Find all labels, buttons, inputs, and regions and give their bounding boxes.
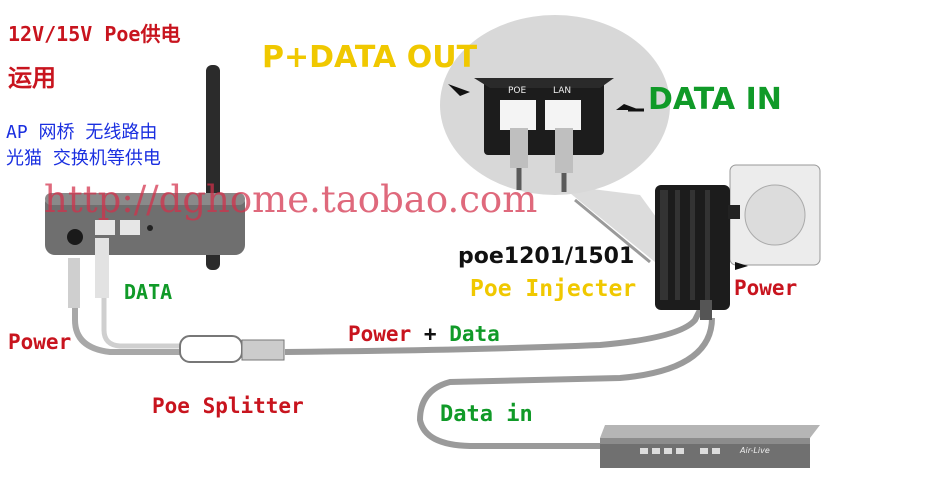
applications-line-2: 光猫 交换机等供电	[6, 148, 161, 169]
zoom-bubble	[440, 15, 680, 262]
router	[45, 65, 245, 308]
lan-port-closeup	[545, 100, 581, 130]
model-label: poe1201/1501	[458, 244, 635, 269]
power-out-label: Power	[734, 276, 798, 300]
applications-line-1: AP 网桥 无线路由	[6, 122, 158, 143]
data-in-caps-label: DATA IN	[648, 82, 782, 117]
arrow-to-out	[448, 84, 470, 96]
lan-cable	[416, 317, 715, 449]
poe-splitter-label: Poe Splitter	[152, 394, 304, 418]
pdata-out-label: P+DATA OUT	[262, 40, 478, 75]
data-word: Data	[449, 322, 500, 346]
power-plus-data-label: Power + Data	[348, 322, 500, 346]
poe-port-closeup	[500, 100, 536, 130]
poe-injector-label: Poe Injecter	[470, 276, 637, 302]
watermark-url: http://dghome.taobao.com	[44, 178, 538, 221]
cables	[72, 198, 715, 449]
poe-supply-title: 12V/15V Poe供电	[8, 22, 181, 46]
power-label: Power	[8, 330, 72, 354]
port-poe-label: POE	[508, 86, 527, 96]
combined-cable	[284, 298, 708, 355]
poe-splitter	[179, 335, 285, 363]
poe-injector	[655, 164, 821, 320]
data-in-label: Data in	[440, 402, 533, 427]
data-label: DATA	[124, 280, 173, 304]
power-cable	[72, 265, 185, 355]
switch-brand-logo: Air-Live	[740, 446, 770, 455]
plus-sign: +	[423, 322, 437, 346]
port-lan-label: LAN	[553, 86, 572, 96]
data-cable	[101, 245, 185, 349]
network-switch	[600, 425, 820, 468]
poe-supply-subtitle: 运用	[8, 64, 56, 92]
power-word: Power	[348, 322, 412, 346]
